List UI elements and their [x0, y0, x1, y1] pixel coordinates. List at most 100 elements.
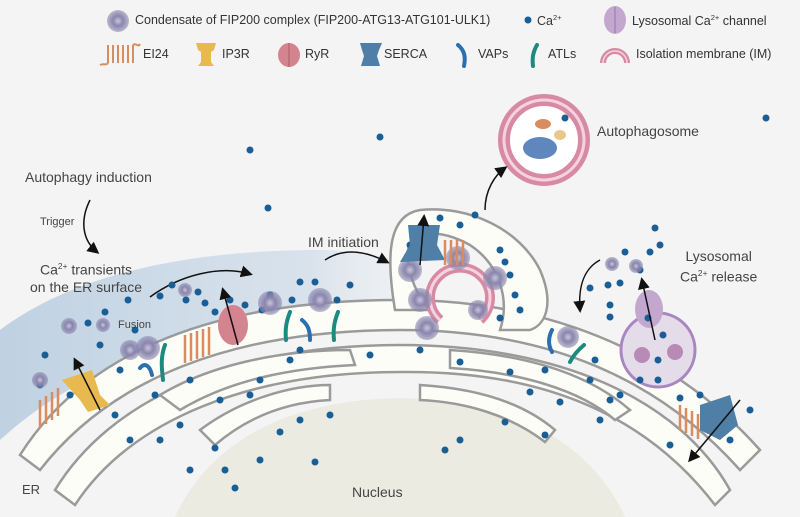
- calcium-ion: [654, 356, 662, 364]
- calcium-ion: [286, 356, 294, 364]
- calcium-ion: [616, 391, 624, 399]
- calcium-ion: [221, 466, 229, 474]
- ei24-protein: [38, 240, 700, 439]
- legend-lyso-pre: Lysosomal Ca: [632, 14, 711, 29]
- fip200-condensate: [136, 336, 160, 360]
- calcium-ion: [586, 284, 594, 292]
- fusion-label: Fusion: [118, 319, 152, 331]
- autophagy-induction-label: Autophagy induction: [25, 169, 152, 185]
- atl-protein: [568, 343, 586, 364]
- calcium-ion: [131, 326, 139, 334]
- lysosomal-channel-icon: [604, 6, 626, 34]
- calcium-ion: [541, 431, 549, 439]
- fip200-condensate: [178, 283, 192, 297]
- legend-condensate-label: Condensate of FIP200 complex (FIP200-ATG…: [135, 13, 491, 27]
- atl-protein: [159, 343, 167, 382]
- calcium-ion: [416, 346, 424, 354]
- calcium-ion: [101, 308, 109, 316]
- autophagosome-arrow: [484, 166, 508, 211]
- legend-im-label: Isolation membrane (IM): [636, 47, 772, 61]
- fip200-condensate: [415, 316, 439, 340]
- calcium-ion: [496, 246, 504, 254]
- calcium-ion: [211, 308, 219, 316]
- legend-lysosomal-channel-label: Lysosomal Ca2+ channel: [632, 13, 767, 28]
- calcium-ion: [156, 436, 164, 444]
- calcium-ion: [346, 281, 354, 289]
- calcium-ion: [216, 396, 224, 404]
- calcium-ion: [124, 296, 132, 304]
- fip200-condensate: [32, 372, 48, 388]
- im-initiation-label: IM initiation: [308, 234, 379, 250]
- calcium-ion: [376, 133, 384, 141]
- fip200-condensate: [605, 257, 619, 271]
- nucleus-label: Nucleus: [352, 484, 403, 500]
- calcium-ion: [211, 444, 219, 452]
- calcium-ion: [596, 416, 604, 424]
- calcium-ion: [746, 406, 754, 414]
- calcium-ion: [366, 351, 374, 359]
- calcium-ion: [311, 278, 319, 286]
- calcium-ion: [606, 313, 614, 321]
- calcium-ion: [176, 421, 184, 429]
- ryr-flux-arrow: [219, 287, 239, 346]
- legend-lyso-post: channel: [719, 14, 767, 29]
- calcium-ion: [276, 428, 284, 436]
- calcium-ion: [226, 296, 234, 304]
- calcium-ion: [762, 114, 770, 122]
- legend-ryr-label: RyR: [305, 47, 330, 61]
- lysosomal-line2-pre: Ca: [680, 268, 698, 285]
- calcium-ion: [616, 279, 624, 287]
- calcium-ion: [659, 331, 667, 339]
- legend-icons: [99, 6, 630, 68]
- calcium-ion: [246, 146, 254, 154]
- er-cisterna-center-left: [198, 383, 332, 447]
- calcium-ion: [256, 376, 264, 384]
- calcium-ion: [296, 278, 304, 286]
- vap-protein: [138, 363, 154, 377]
- lysosomal-line2-sup: 2+: [697, 268, 708, 278]
- calcium-ion: [496, 314, 504, 322]
- fip200-condensate: [308, 288, 332, 312]
- autophagosome: [498, 94, 590, 186]
- calcium-ions: [36, 114, 770, 492]
- calcium-ion: [651, 224, 659, 232]
- trigger-arrow: [83, 199, 100, 254]
- nucleus: [175, 398, 625, 517]
- calcium-ion: [126, 436, 134, 444]
- autophagosome-label: Autophagosome: [597, 123, 699, 139]
- legend-serca-label: SERCA: [384, 47, 428, 61]
- serca-protein-right: [700, 395, 738, 440]
- legend-calcium-text: Ca: [537, 14, 553, 29]
- calcium-ion: [646, 248, 654, 256]
- legend-calcium-label: Ca2+: [537, 13, 562, 28]
- calcium-ion: [66, 391, 74, 399]
- calcium-ion: [511, 291, 519, 299]
- calcium-ion: [541, 366, 549, 374]
- serca-icon: [360, 43, 382, 66]
- ca-transients-line2: on the ER surface: [30, 278, 143, 295]
- calcium-ion: [526, 388, 534, 396]
- calcium-ion: [256, 456, 264, 464]
- ip3r-icon: [196, 43, 216, 66]
- calcium-ion: [606, 396, 614, 404]
- legend-lyso-sup: 2+: [710, 13, 720, 22]
- calcium-ion: [471, 211, 479, 219]
- legend-ei24-label: EI24: [143, 47, 169, 61]
- calcium-ion: [116, 366, 124, 374]
- calcium-ion-icon: [524, 16, 532, 24]
- calcium-ion: [621, 248, 629, 256]
- ca-transients-arrow: [149, 265, 253, 298]
- calcium-ion: [182, 296, 190, 304]
- calcium-ion: [501, 418, 509, 426]
- serca-right-flux-arrow: [688, 399, 741, 463]
- ca-transients-label: Ca2+ transients on the ER surface: [30, 258, 142, 296]
- trigger-label: Trigger: [40, 216, 75, 228]
- lysosome: [619, 290, 697, 389]
- legend-vaps-label: VAPs: [478, 47, 509, 61]
- calcium-ion: [156, 292, 164, 300]
- calcium-ion: [333, 296, 341, 304]
- ca-transients-pre: Ca: [40, 261, 58, 278]
- ip3r-protein: [62, 370, 110, 412]
- serca-flux-arrow: [417, 214, 430, 266]
- calcium-ion: [41, 351, 49, 359]
